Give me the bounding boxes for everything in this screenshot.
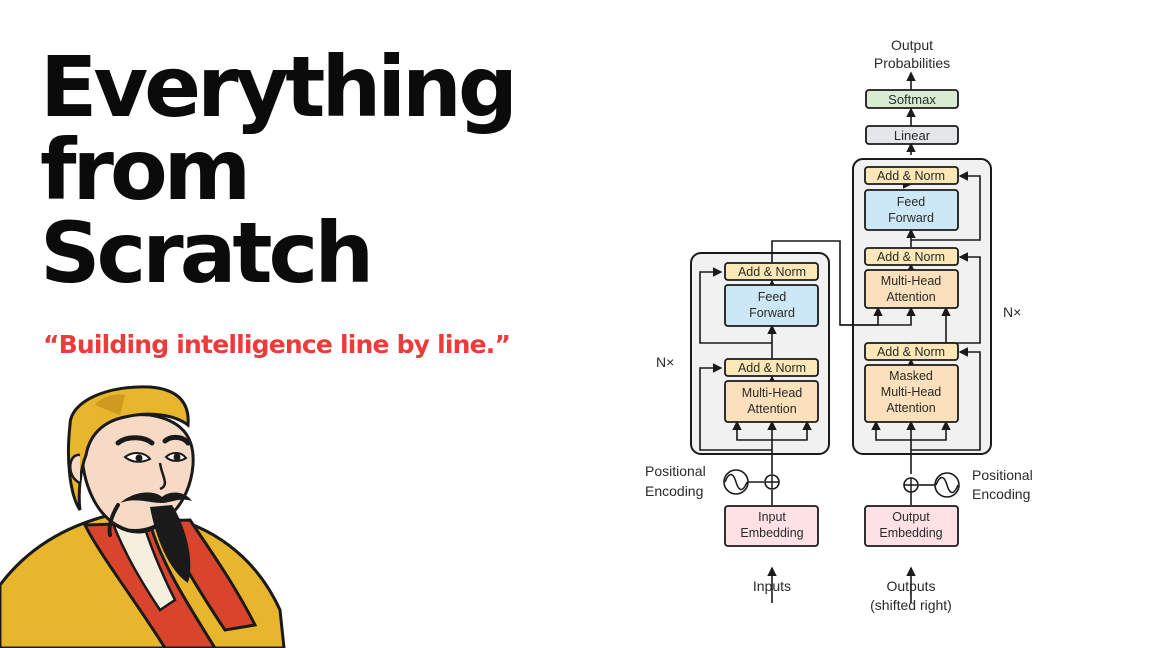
decoder-multi-head-attention bbox=[864, 269, 959, 309]
decoder-plus-icon bbox=[904, 478, 918, 492]
input-embedding-line-2: Embedding bbox=[740, 526, 803, 540]
masked-attention-line-2: Multi-Head bbox=[881, 385, 941, 399]
title-line-3: Scratch bbox=[40, 204, 374, 302]
tagline: “Building intelligence line by line.” bbox=[43, 330, 511, 359]
decoder-feed-forward-line-1: Feed bbox=[897, 195, 926, 209]
decoder-add-norm-2-label: Add & Norm bbox=[877, 250, 945, 264]
title-line-2: from bbox=[40, 121, 251, 219]
encoder-mha-line-2: Attention bbox=[747, 402, 796, 416]
output-probabilities-line-1: Output bbox=[891, 37, 933, 53]
decoder-positional-encoding-line-1: Positional bbox=[972, 467, 1033, 483]
title-line-1: Everything bbox=[40, 38, 518, 136]
linear-label: Linear bbox=[894, 128, 931, 143]
sage-portrait bbox=[0, 385, 286, 648]
slide-title: Everything from Scratch bbox=[40, 38, 518, 302]
encoder-multi-head-attention bbox=[724, 380, 819, 423]
decoder-positional-encoding-line-2: Encoding bbox=[972, 486, 1030, 502]
encoder-stack bbox=[690, 252, 830, 455]
outputs-label-line-1: Outputs bbox=[886, 578, 935, 594]
decoder-add-norm-2 bbox=[864, 247, 959, 266]
decoder-feed-forward bbox=[864, 189, 959, 231]
decoder-sine-wave-icon bbox=[935, 476, 959, 494]
decoder-feed-forward-line-2: Forward bbox=[888, 211, 934, 225]
softmax-label: Softmax bbox=[888, 92, 936, 107]
encoder-feed-forward-line-1: Feed bbox=[758, 290, 787, 304]
output-embedding-line-2: Embedding bbox=[879, 526, 942, 540]
encoder-positional-encoding-line-2: Encoding bbox=[645, 483, 703, 499]
encoder-feed-forward-line-2: Forward bbox=[749, 306, 795, 320]
decoder-mha-line-1: Multi-Head bbox=[881, 274, 941, 288]
decoder-add-norm-1-label: Add & Norm bbox=[877, 345, 945, 359]
linear-block bbox=[865, 125, 959, 145]
transformer-diagram: Output Probabilities Softmax Linear Add … bbox=[645, 37, 1033, 613]
decoder-repeat-label: N× bbox=[1003, 304, 1021, 320]
encoder-add-norm-2 bbox=[724, 262, 819, 281]
encoder-repeat-label: N× bbox=[656, 354, 674, 370]
decoder-add-norm-3 bbox=[864, 166, 959, 185]
encoder-add-norm-1 bbox=[724, 358, 819, 377]
masked-attention-line-3: Attention bbox=[886, 401, 935, 415]
encoder-sine-wave-icon bbox=[724, 473, 748, 491]
encoder-mha-line-1: Multi-Head bbox=[742, 386, 802, 400]
input-embedding-block bbox=[724, 505, 819, 547]
encoder-add-norm-2-label: Add & Norm bbox=[738, 265, 806, 279]
output-probabilities-line-2: Probabilities bbox=[874, 55, 950, 71]
decoder-mha-line-2: Attention bbox=[886, 290, 935, 304]
decoder-add-norm-1 bbox=[864, 342, 959, 361]
input-embedding-line-1: Input bbox=[758, 510, 786, 524]
decoder-masked-attention bbox=[864, 364, 959, 423]
output-embedding-line-1: Output bbox=[892, 510, 930, 524]
encoder-add-norm-1-label: Add & Norm bbox=[738, 361, 806, 375]
output-embedding-block bbox=[864, 505, 959, 547]
masked-attention-line-1: Masked bbox=[889, 369, 933, 383]
inputs-label: Inputs bbox=[753, 578, 791, 594]
encoder-plus-icon bbox=[765, 475, 779, 489]
encoder-positional-encoding-line-1: Positional bbox=[645, 463, 706, 479]
outputs-label-line-2: (shifted right) bbox=[870, 597, 952, 613]
encoder-feed-forward bbox=[724, 284, 819, 327]
softmax-block bbox=[865, 89, 959, 109]
decoder-add-norm-3-label: Add & Norm bbox=[877, 169, 945, 183]
